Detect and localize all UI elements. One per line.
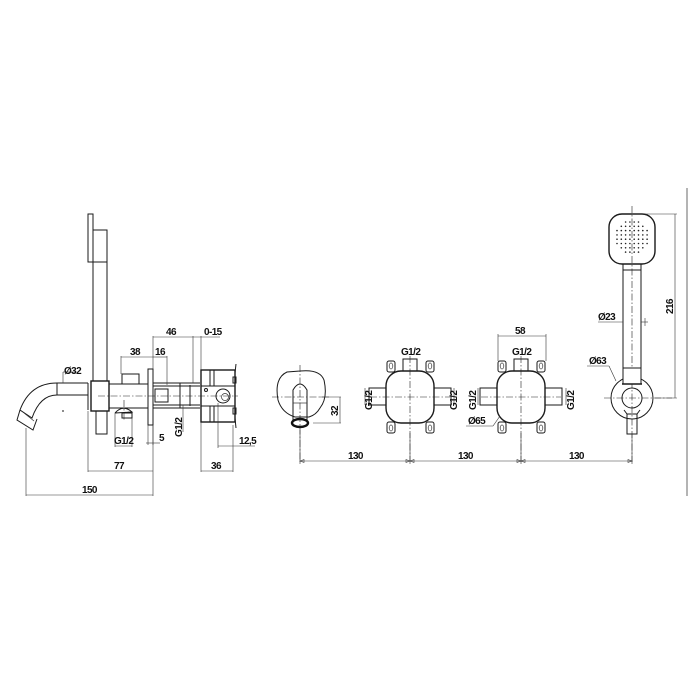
shower-head-side bbox=[87, 213, 94, 263]
box2-width: 58 bbox=[515, 326, 526, 337]
shower-height: 216 bbox=[665, 298, 676, 314]
dim-16: 16 bbox=[155, 347, 166, 358]
box2-thread-right: G1/2 bbox=[566, 390, 577, 410]
front-view-hand-shower: 216 Ø23 Ø63 bbox=[587, 206, 677, 462]
side-view: Ø32 38 16 46 0-15 G1/2 G1/2 5 bbox=[16, 213, 258, 496]
box1-thread-right: G1/2 bbox=[449, 390, 460, 410]
dim-150: 150 bbox=[82, 485, 98, 496]
front-view-box-1: G1/2 G1/2 G1/2 bbox=[364, 347, 460, 462]
dim-spout-32: 32 bbox=[330, 405, 341, 416]
front-view-box-2: 58 G1/2 G1/2 G1/2 Ø65 bbox=[466, 326, 577, 462]
dim-38: 38 bbox=[130, 347, 141, 358]
box2-diameter: Ø65 bbox=[468, 416, 486, 427]
shower-handle-diameter: Ø23 bbox=[598, 312, 616, 323]
dim-spout-diameter: Ø32 bbox=[64, 366, 82, 377]
dim-body-thread: G1/2 bbox=[174, 417, 185, 437]
spacing-130-2: 130 bbox=[458, 451, 474, 462]
dim-77: 77 bbox=[114, 461, 125, 472]
spray-nozzles bbox=[616, 221, 648, 253]
dim-46: 46 bbox=[166, 327, 177, 338]
spout-side bbox=[19, 382, 88, 419]
front-view-spout: 32 bbox=[272, 365, 341, 462]
spacing-130-1: 130 bbox=[348, 451, 364, 462]
dim-36: 36 bbox=[211, 461, 222, 472]
spacing-130-3: 130 bbox=[569, 451, 585, 462]
box2-thread-top: G1/2 bbox=[512, 347, 532, 358]
dim-12-5: 12,5 bbox=[239, 436, 257, 447]
box2-thread-left: G1/2 bbox=[468, 390, 479, 410]
dim-0-15: 0-15 bbox=[204, 327, 223, 338]
dim-5: 5 bbox=[159, 433, 165, 444]
dim-outlet-thread: G1/2 bbox=[114, 436, 134, 447]
wall-flange-side bbox=[147, 368, 154, 426]
box1-thread-left: G1/2 bbox=[364, 390, 375, 410]
shower-rosette-diameter: Ø63 bbox=[589, 356, 607, 367]
box1-thread-top: G1/2 bbox=[401, 347, 421, 358]
spacing-dimensions: 130 130 130 bbox=[299, 430, 633, 464]
spout-rosette-front bbox=[276, 370, 326, 418]
